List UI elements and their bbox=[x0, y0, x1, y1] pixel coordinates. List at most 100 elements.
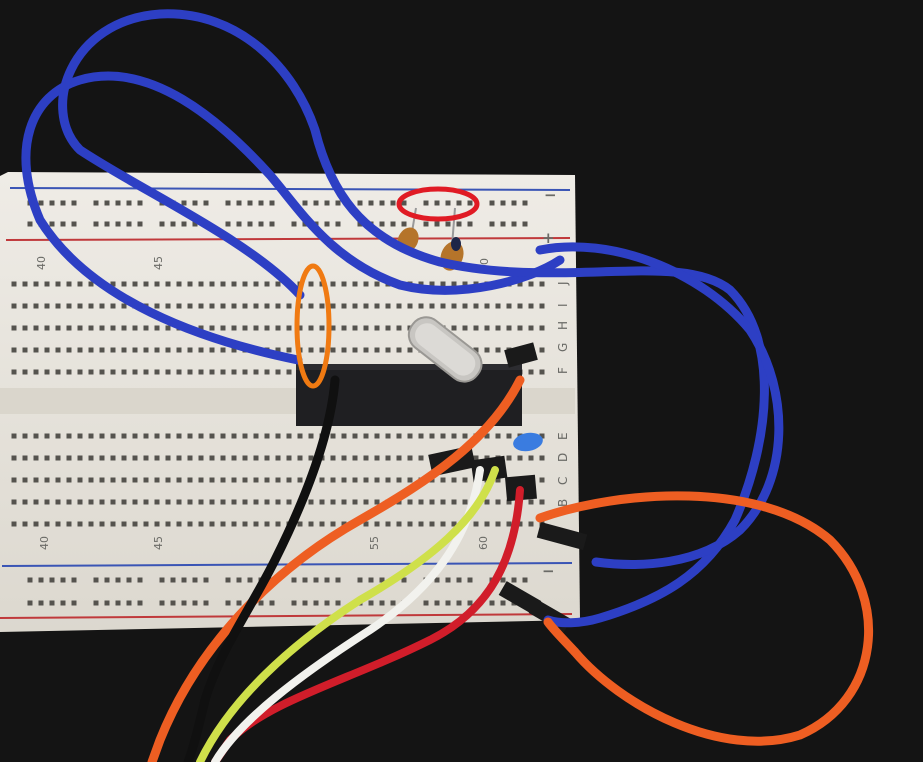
breadboard-hole bbox=[22, 347, 28, 353]
breadboard-hole bbox=[423, 600, 429, 606]
breadboard-hole bbox=[539, 499, 545, 505]
breadboard-hole bbox=[434, 200, 440, 206]
breadboard-hole bbox=[71, 221, 77, 227]
breadboard-hole bbox=[341, 325, 347, 331]
breadboard-hole bbox=[126, 221, 132, 227]
breadboard-hole bbox=[38, 577, 44, 583]
breadboard-hole bbox=[511, 221, 517, 227]
breadboard-hole bbox=[209, 455, 215, 461]
breadboard-hole bbox=[192, 600, 198, 606]
breadboard-hole bbox=[181, 221, 187, 227]
breadboard-hole bbox=[390, 200, 396, 206]
breadboard-hole bbox=[253, 369, 259, 375]
breadboard-hole bbox=[176, 281, 182, 287]
breadboard-hole bbox=[297, 477, 303, 483]
breadboard-hole bbox=[495, 325, 501, 331]
black-wire bbox=[183, 375, 340, 762]
breadboard-hole bbox=[121, 455, 127, 461]
breadboard-hole bbox=[209, 347, 215, 353]
breadboard-hole bbox=[500, 577, 506, 583]
breadboard-hole bbox=[539, 281, 545, 287]
breadboard-hole bbox=[324, 200, 330, 206]
breadboard-hole bbox=[396, 521, 402, 527]
breadboard-hole bbox=[313, 200, 319, 206]
breadboard-hole bbox=[264, 325, 270, 331]
breadboard-hole bbox=[88, 521, 94, 527]
breadboard-hole bbox=[137, 600, 143, 606]
breadboard-hole bbox=[275, 303, 281, 309]
breadboard-hole bbox=[181, 200, 187, 206]
breadboard-hole bbox=[66, 303, 72, 309]
breadboard-hole bbox=[11, 455, 17, 461]
breadboard-hole bbox=[66, 521, 72, 527]
breadboard-hole bbox=[341, 521, 347, 527]
breadboard-hole bbox=[93, 200, 99, 206]
breadboard-hole bbox=[374, 455, 380, 461]
breadboard-hole bbox=[522, 200, 528, 206]
breadboard-hole bbox=[286, 433, 292, 439]
breadboard-hole bbox=[418, 455, 424, 461]
breadboard-hole bbox=[528, 325, 534, 331]
breadboard-hole bbox=[462, 433, 468, 439]
breadboard-hole bbox=[154, 347, 160, 353]
breadboard-hole bbox=[49, 600, 55, 606]
breadboard-hole bbox=[44, 433, 50, 439]
row-letter-e: E bbox=[556, 432, 570, 440]
breadboard-hole bbox=[88, 325, 94, 331]
breadboard-hole bbox=[165, 369, 171, 375]
breadboard-hole bbox=[55, 325, 61, 331]
breadboard-hole bbox=[154, 325, 160, 331]
breadboard-hole bbox=[330, 455, 336, 461]
breadboard-hole bbox=[495, 477, 501, 483]
breadboard-hole bbox=[44, 369, 50, 375]
breadboard-hole bbox=[66, 455, 72, 461]
breadboard-hole bbox=[330, 303, 336, 309]
breadboard-hole bbox=[33, 455, 39, 461]
breadboard-hole bbox=[22, 369, 28, 375]
breadboard-hole bbox=[198, 499, 204, 505]
breadboard-hole bbox=[33, 325, 39, 331]
breadboard-hole bbox=[187, 499, 193, 505]
breadboard-hole bbox=[187, 477, 193, 483]
breadboard-hole bbox=[126, 200, 132, 206]
breadboard-hole bbox=[522, 221, 528, 227]
breadboard-hole bbox=[44, 521, 50, 527]
breadboard-hole bbox=[176, 477, 182, 483]
breadboard-hole bbox=[264, 499, 270, 505]
breadboard-hole bbox=[225, 577, 231, 583]
breadboard-hole bbox=[302, 200, 308, 206]
breadboard-hole bbox=[77, 499, 83, 505]
breadboard-hole bbox=[440, 499, 446, 505]
breadboard-hole bbox=[429, 281, 435, 287]
breadboard-hole bbox=[115, 221, 121, 227]
breadboard-hole bbox=[484, 347, 490, 353]
breadboard-hole bbox=[451, 303, 457, 309]
breadboard-hole bbox=[99, 303, 105, 309]
breadboard-hole bbox=[242, 369, 248, 375]
breadboard-hole bbox=[308, 433, 314, 439]
breadboard-hole bbox=[363, 499, 369, 505]
breadboard-hole bbox=[352, 347, 358, 353]
breadboard-hole bbox=[324, 221, 330, 227]
breadboard-hole bbox=[242, 433, 248, 439]
breadboard-hole bbox=[275, 281, 281, 287]
breadboard-hole bbox=[27, 577, 33, 583]
breadboard-hole bbox=[176, 455, 182, 461]
breadboard-hole bbox=[71, 600, 77, 606]
breadboard-hole bbox=[506, 499, 512, 505]
breadboard-hole bbox=[55, 433, 61, 439]
breadboard-hole bbox=[396, 433, 402, 439]
breadboard-hole bbox=[456, 221, 462, 227]
breadboard-hole bbox=[407, 499, 413, 505]
breadboard-hole bbox=[374, 325, 380, 331]
breadboard-hole bbox=[88, 369, 94, 375]
breadboard-hole bbox=[55, 477, 61, 483]
breadboard-hole bbox=[132, 325, 138, 331]
breadboard-hole bbox=[220, 369, 226, 375]
breadboard-hole bbox=[467, 221, 473, 227]
breadboard-hole bbox=[456, 200, 462, 206]
breadboard-hole bbox=[137, 577, 143, 583]
breadboard-hole bbox=[451, 499, 457, 505]
breadboard-hole bbox=[330, 433, 336, 439]
breadboard-hole bbox=[38, 200, 44, 206]
